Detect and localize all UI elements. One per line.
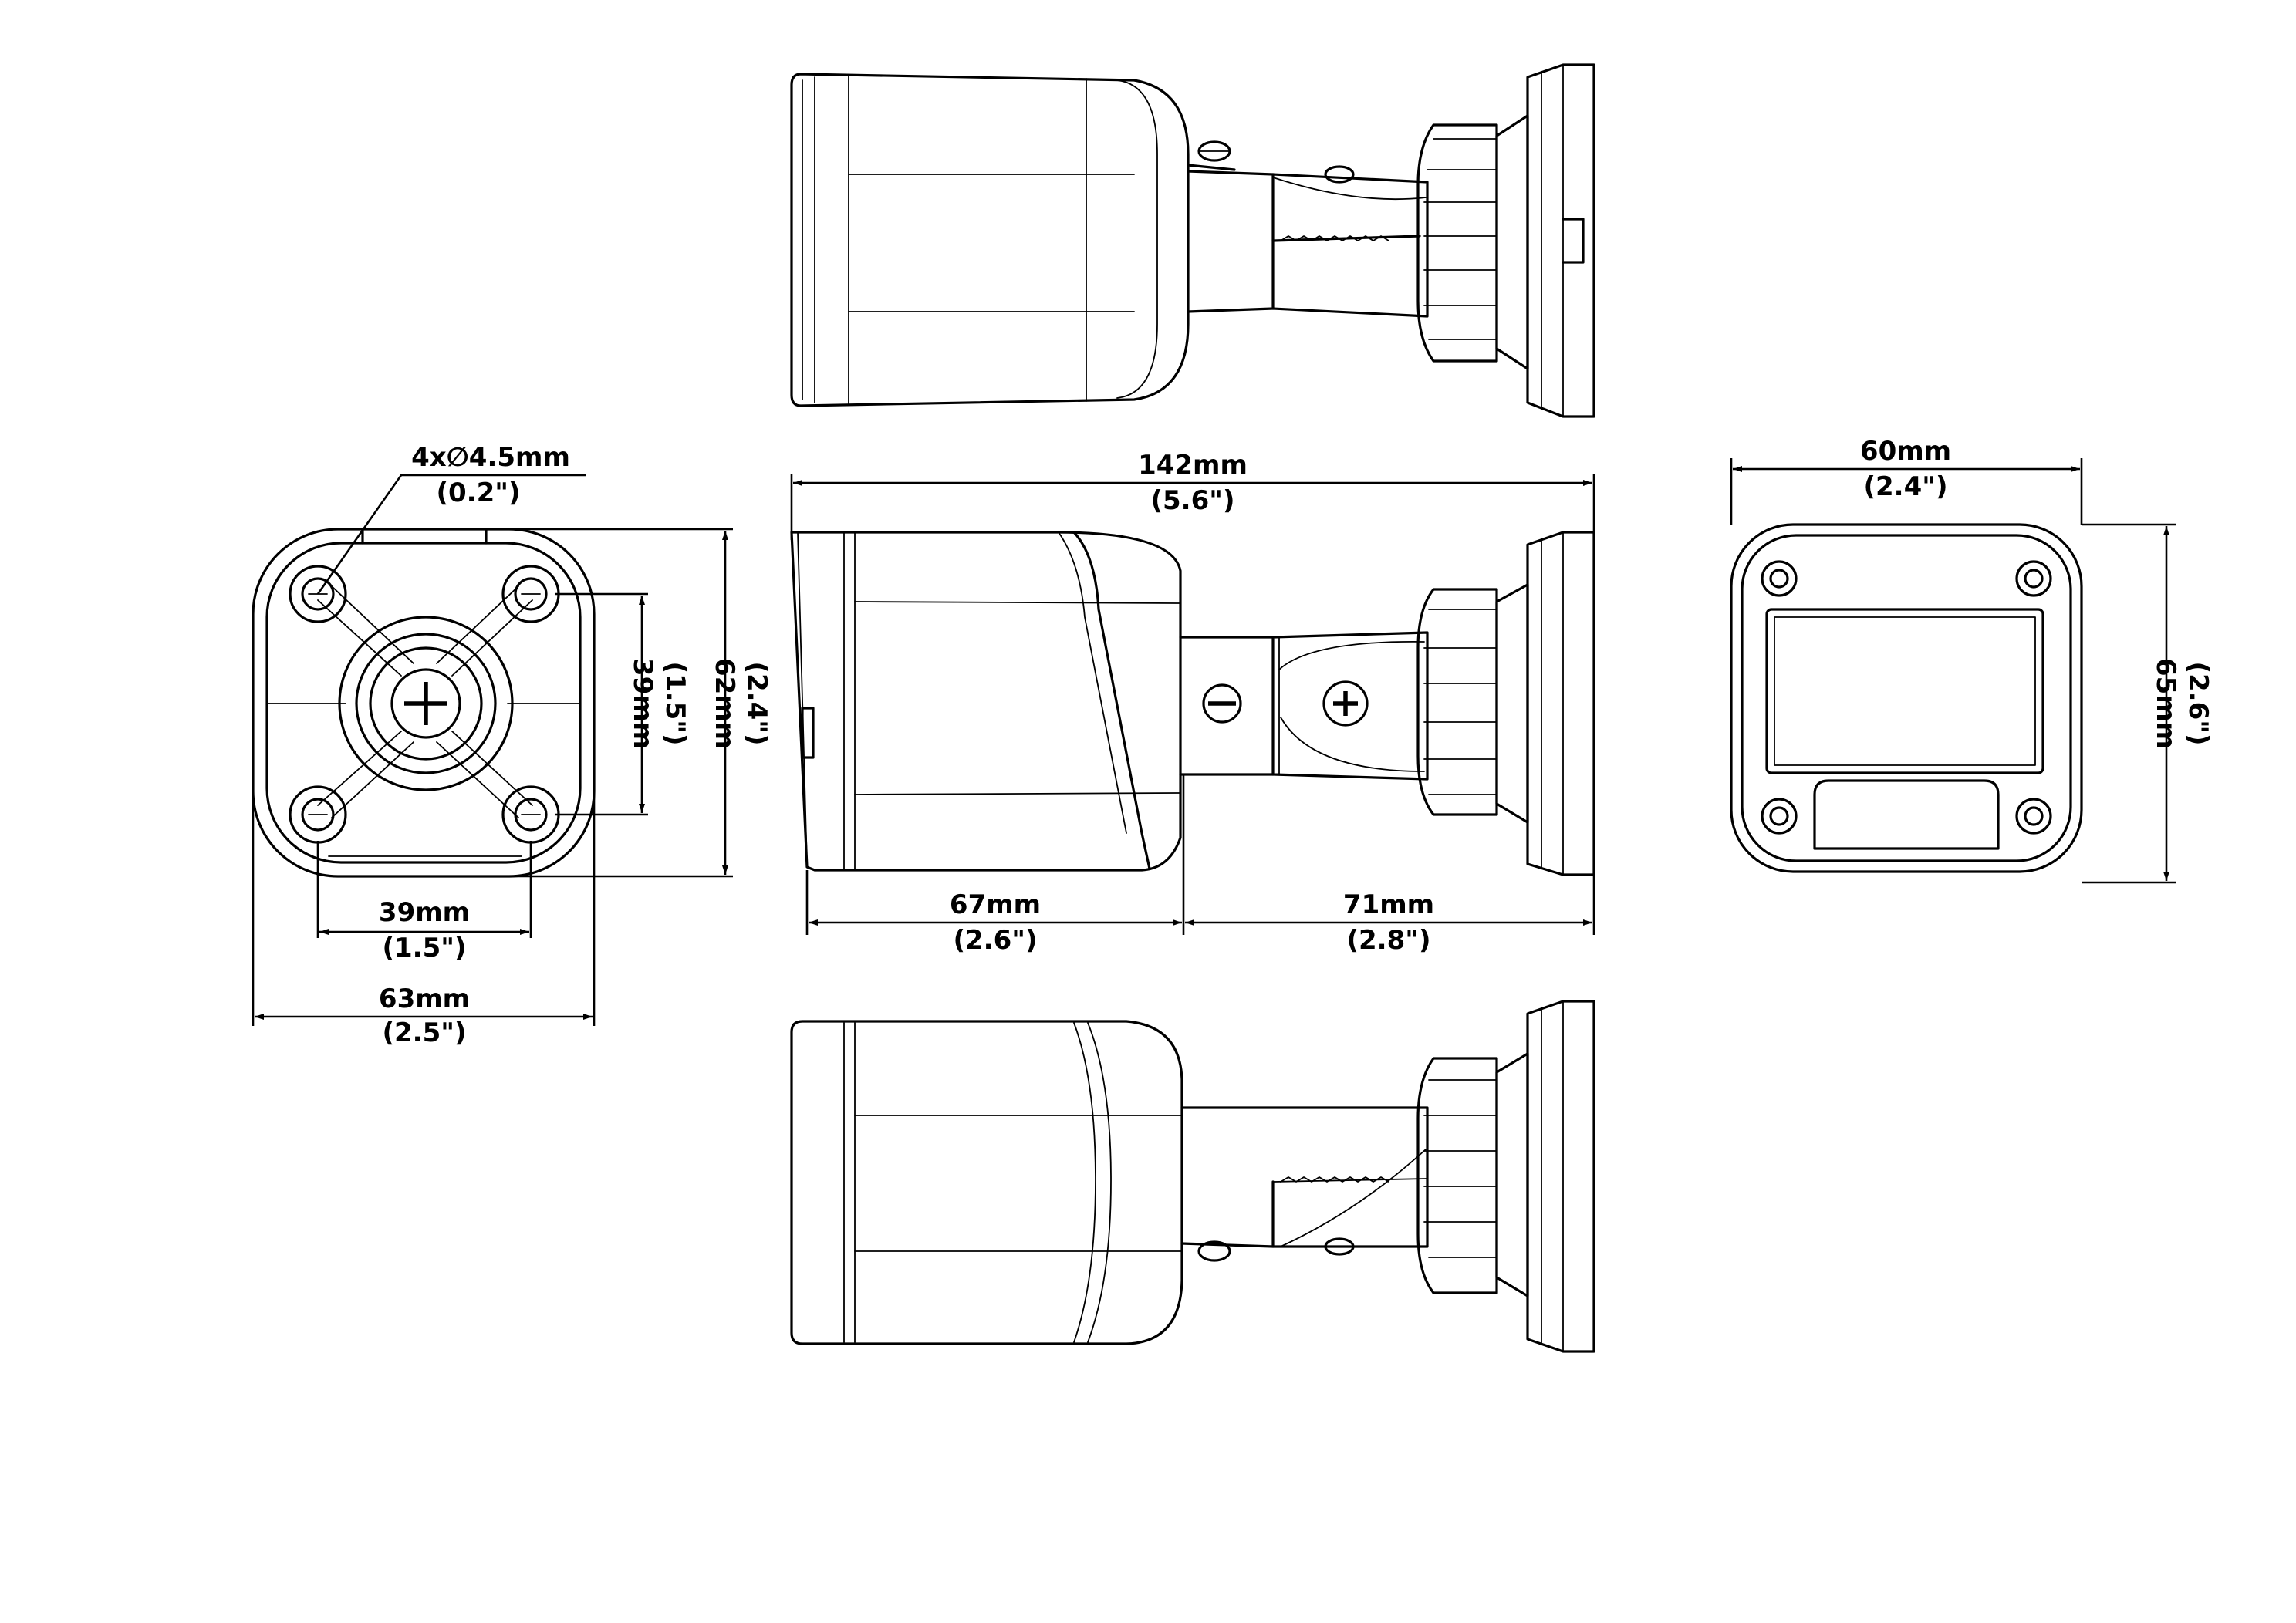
- dim-mount-hole-vertical: [555, 592, 648, 816]
- hole-callout-inch-label: (0.2"): [436, 477, 520, 508]
- dim-overall-length: [790, 474, 1595, 540]
- mount-base-view: [252, 528, 596, 878]
- top-view: [790, 63, 1595, 418]
- hole-callout-label: 4x∅4.5mm: [411, 442, 570, 473]
- mount-base-width-label: 63mm: [379, 984, 470, 1014]
- dim-housing-bracket-lengths: [805, 774, 1595, 935]
- housing-length-inch-label: (2.6"): [953, 925, 1037, 956]
- dim-front-height: [2082, 523, 2176, 884]
- housing-length-label: 67mm: [950, 889, 1041, 920]
- front-height-inch-label: (2.6"): [2183, 661, 2213, 745]
- mount-base-height-inch-label: (2.4"): [741, 661, 772, 745]
- dim-mount-base-height: [509, 528, 733, 878]
- front-view: [1730, 523, 2083, 873]
- mount-hole-vertical-inch-label: (1.5"): [660, 661, 690, 745]
- bottom-view: [790, 1000, 1595, 1353]
- front-width-inch-label: (2.4"): [1863, 471, 1947, 502]
- dim-mount-base-width: [252, 633, 596, 1026]
- bracket-length-label: 71mm: [1343, 889, 1434, 920]
- dim-front-width: [1730, 458, 2083, 525]
- overall-length-label: 142mm: [1138, 450, 1248, 481]
- front-width-label: 60mm: [1860, 436, 1951, 467]
- mount-base-height-label: 62mm: [709, 658, 740, 749]
- hole-callout-leader: [316, 474, 586, 595]
- dim-mount-hole-horizontal: [316, 841, 532, 938]
- overall-length-inch-label: (5.6"): [1150, 485, 1234, 516]
- bracket-length-inch-label: (2.8"): [1346, 925, 1430, 956]
- mount-base-width-inch-label: (2.5"): [382, 1017, 466, 1048]
- mount-hole-horizontal-label: 39mm: [379, 897, 470, 928]
- front-height-label: 65mm: [2150, 658, 2181, 749]
- mount-hole-vertical-label: 39mm: [627, 658, 658, 749]
- mount-hole-horizontal-inch-label: (1.5"): [382, 933, 466, 963]
- side-view: [790, 531, 1595, 876]
